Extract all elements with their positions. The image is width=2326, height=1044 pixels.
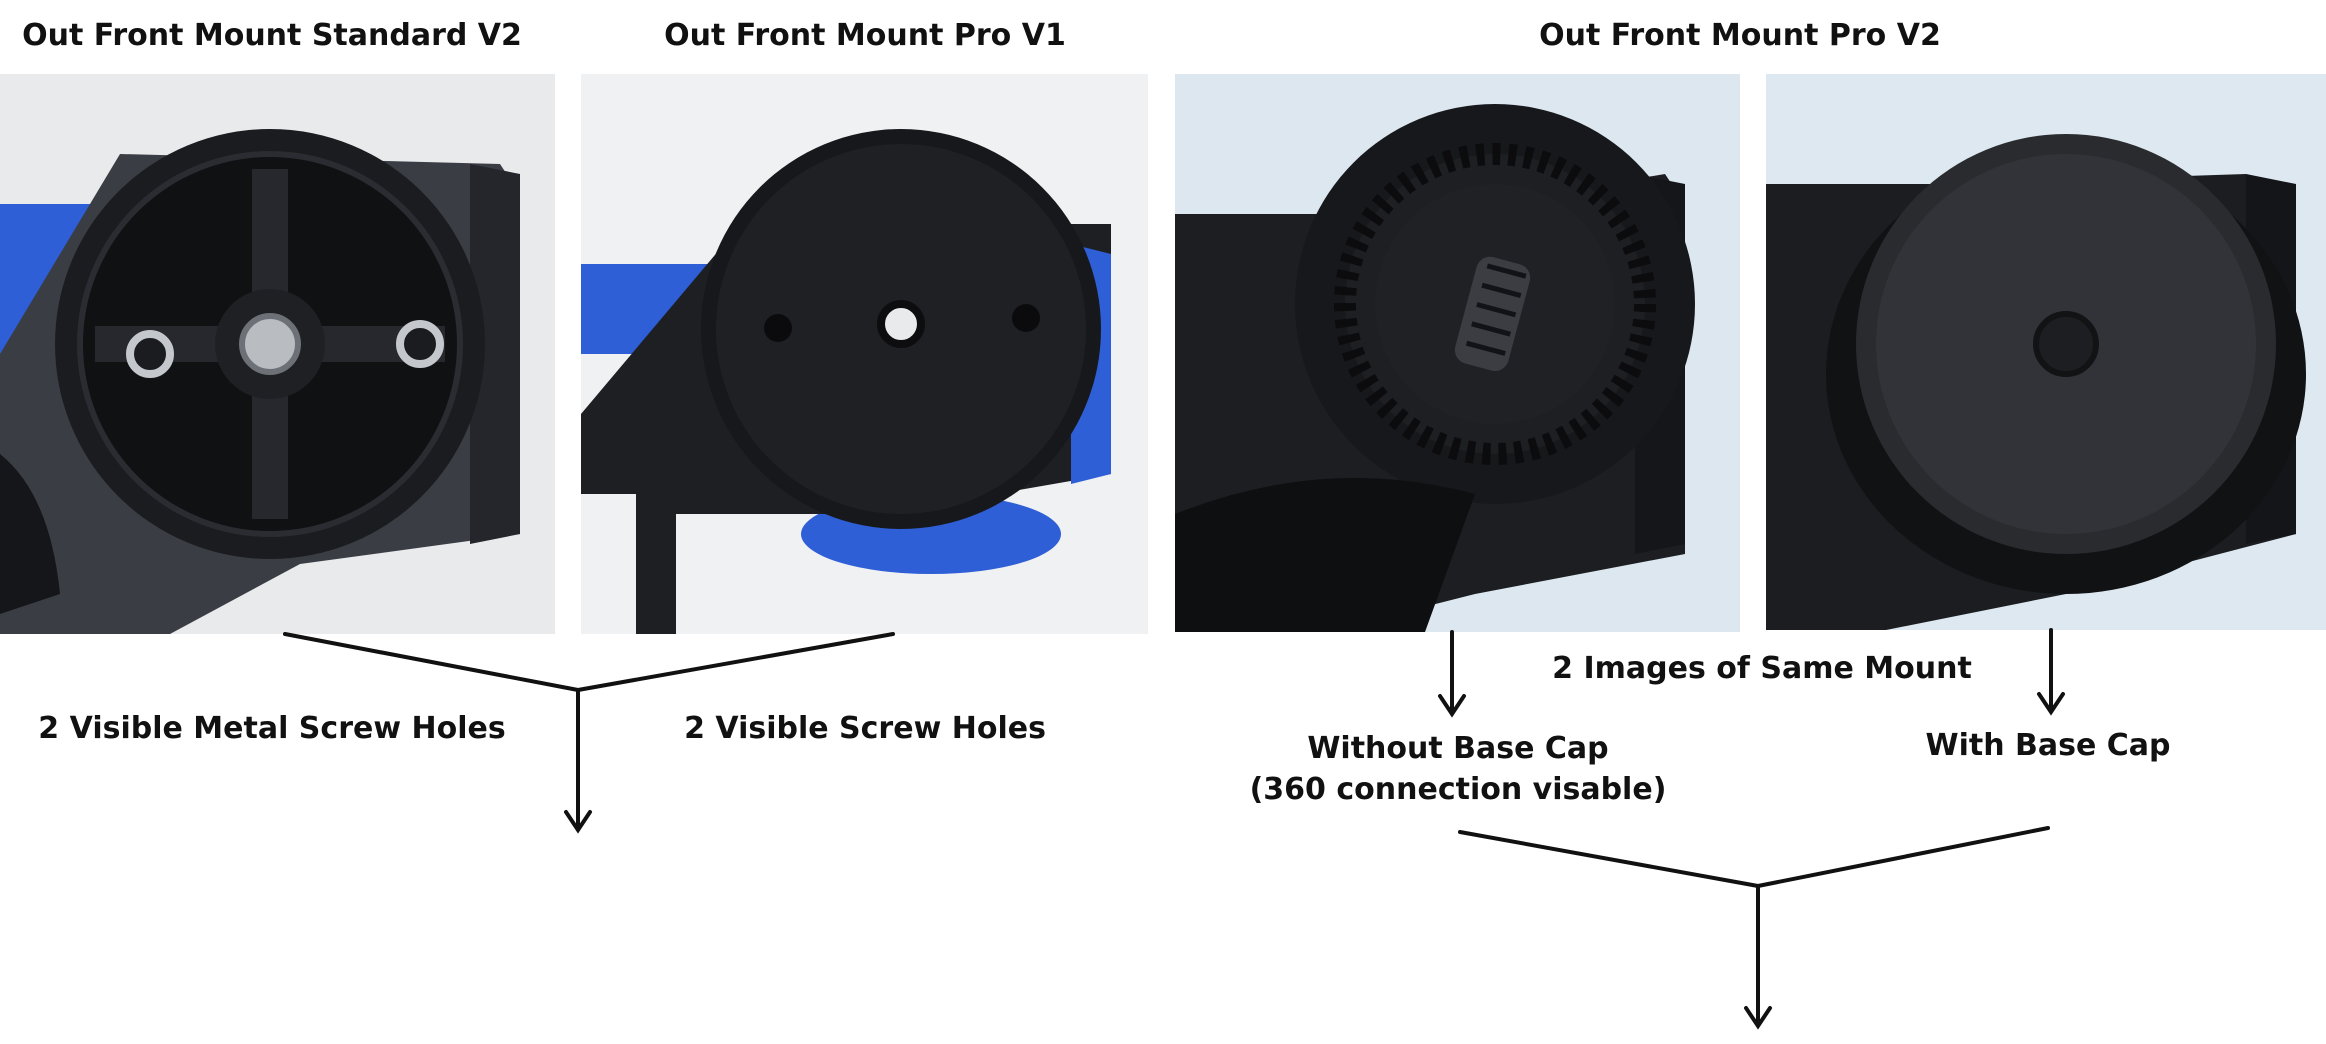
connector-line-pro-v1 <box>576 632 895 692</box>
connector-line-without-cap <box>1458 830 1760 888</box>
connector-line-standard <box>283 632 580 692</box>
connector-line-with-cap <box>1756 826 2050 888</box>
title-pro-v2: Out Front Mount Pro V2 <box>1539 18 1941 53</box>
pro-v2-with-cap-photo <box>1766 74 2326 630</box>
pro-v2-with-cap-image <box>1766 74 2326 630</box>
pro-v1-mount-photo <box>581 74 1148 634</box>
arrow-head-without-cap <box>1438 694 1466 718</box>
pro-v2-without-cap-image <box>1175 74 1740 632</box>
label-without-cap-line1: Without Base Cap <box>1307 731 1609 766</box>
label-without-cap: Without Base Cap (360 connection visable… <box>1250 728 1667 810</box>
pro-v2-without-cap-photo <box>1175 74 1740 632</box>
label-same-mount: 2 Images of Same Mount <box>1552 651 1972 686</box>
label-with-cap: With Base Cap <box>1925 728 2171 763</box>
standard-v2-mount-photo <box>0 74 555 634</box>
arrow-head-left <box>564 810 592 834</box>
standard-v2-mount-image <box>0 74 555 634</box>
label-screw-holes: 2 Visible Screw Holes <box>684 711 1046 746</box>
pro-v1-mount-image <box>581 74 1148 634</box>
arrow-head-right <box>1744 1006 1772 1030</box>
title-pro-v1: Out Front Mount Pro V1 <box>664 18 1066 53</box>
arrow-head-with-cap <box>2037 692 2065 716</box>
title-standard-v2: Out Front Mount Standard V2 <box>22 18 522 53</box>
label-without-cap-line2: (360 connection visable) <box>1249 772 1667 807</box>
label-metal-screw-holes: 2 Visible Metal Screw Holes <box>38 711 506 746</box>
